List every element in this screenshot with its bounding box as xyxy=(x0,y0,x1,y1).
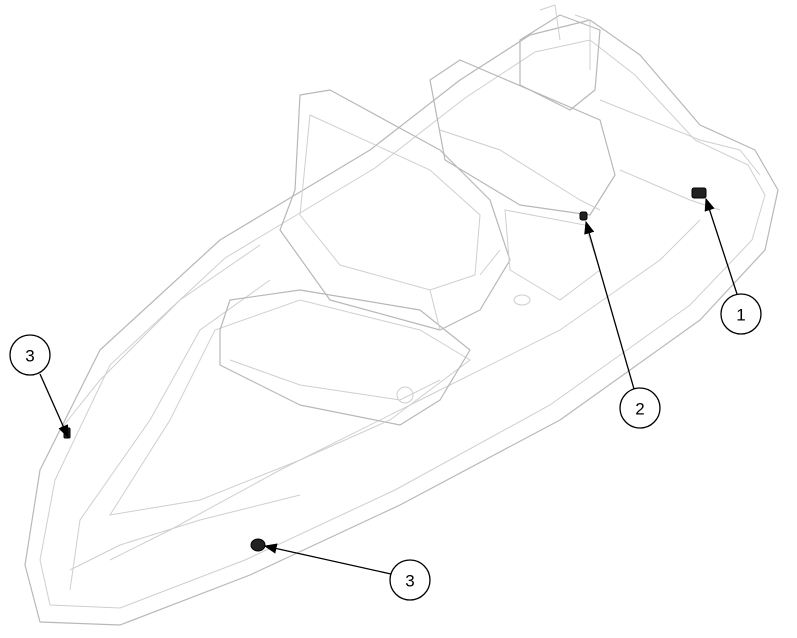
callout-label: 3 xyxy=(25,347,34,366)
part-1-marker xyxy=(691,187,707,199)
callout-leaders xyxy=(39,197,738,575)
component-parts xyxy=(63,187,707,552)
part-2-marker xyxy=(579,211,588,221)
callout-2: 2 xyxy=(619,387,661,429)
callout-1: 1 xyxy=(720,293,762,335)
callout-label: 2 xyxy=(635,400,644,419)
callout-label: 1 xyxy=(736,306,745,325)
part-3-marker-lower xyxy=(250,538,266,552)
callout-label: 3 xyxy=(405,572,414,591)
callout-3-upper: 3 xyxy=(9,334,51,376)
boat-hull-drawing xyxy=(24,4,779,626)
callout-3-lower: 3 xyxy=(389,559,431,601)
